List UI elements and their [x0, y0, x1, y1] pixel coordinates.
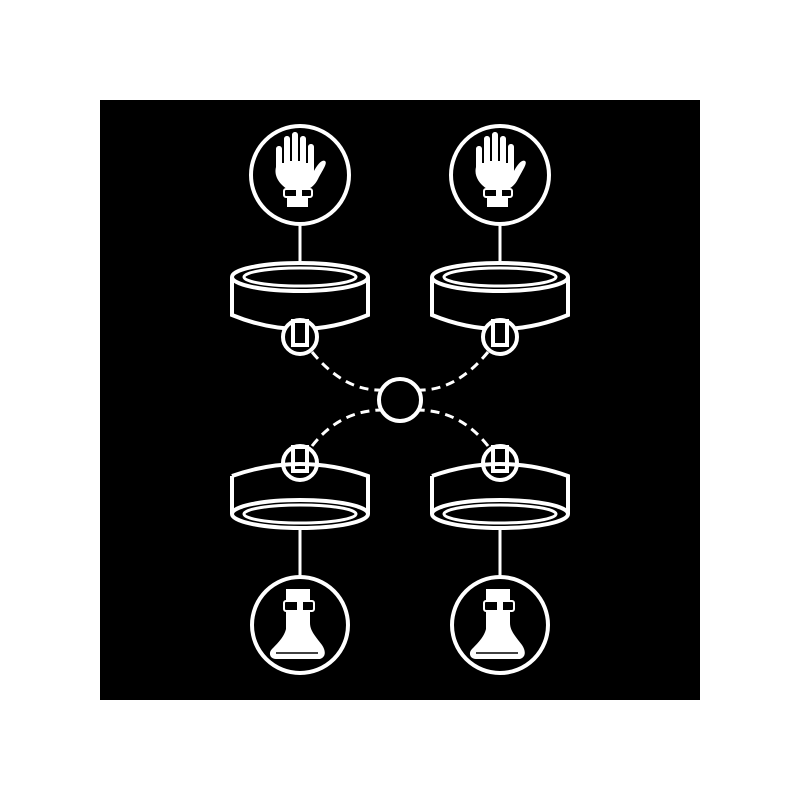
- d-ring-icon: [481, 318, 519, 356]
- wrist-circle-left: [249, 124, 351, 226]
- d-ring-icon: [281, 318, 319, 356]
- dashed-tether-lines: [310, 351, 490, 447]
- wrist-circle-right: [449, 124, 551, 226]
- tether-top-left: [310, 351, 384, 392]
- ankle-circle-left: [250, 575, 350, 675]
- ankle-circle-right: [450, 575, 550, 675]
- tether-top-right: [416, 351, 490, 392]
- tether-bottom-left: [310, 408, 384, 447]
- o-ring-icon: [377, 377, 423, 423]
- tether-bottom-right: [416, 408, 490, 447]
